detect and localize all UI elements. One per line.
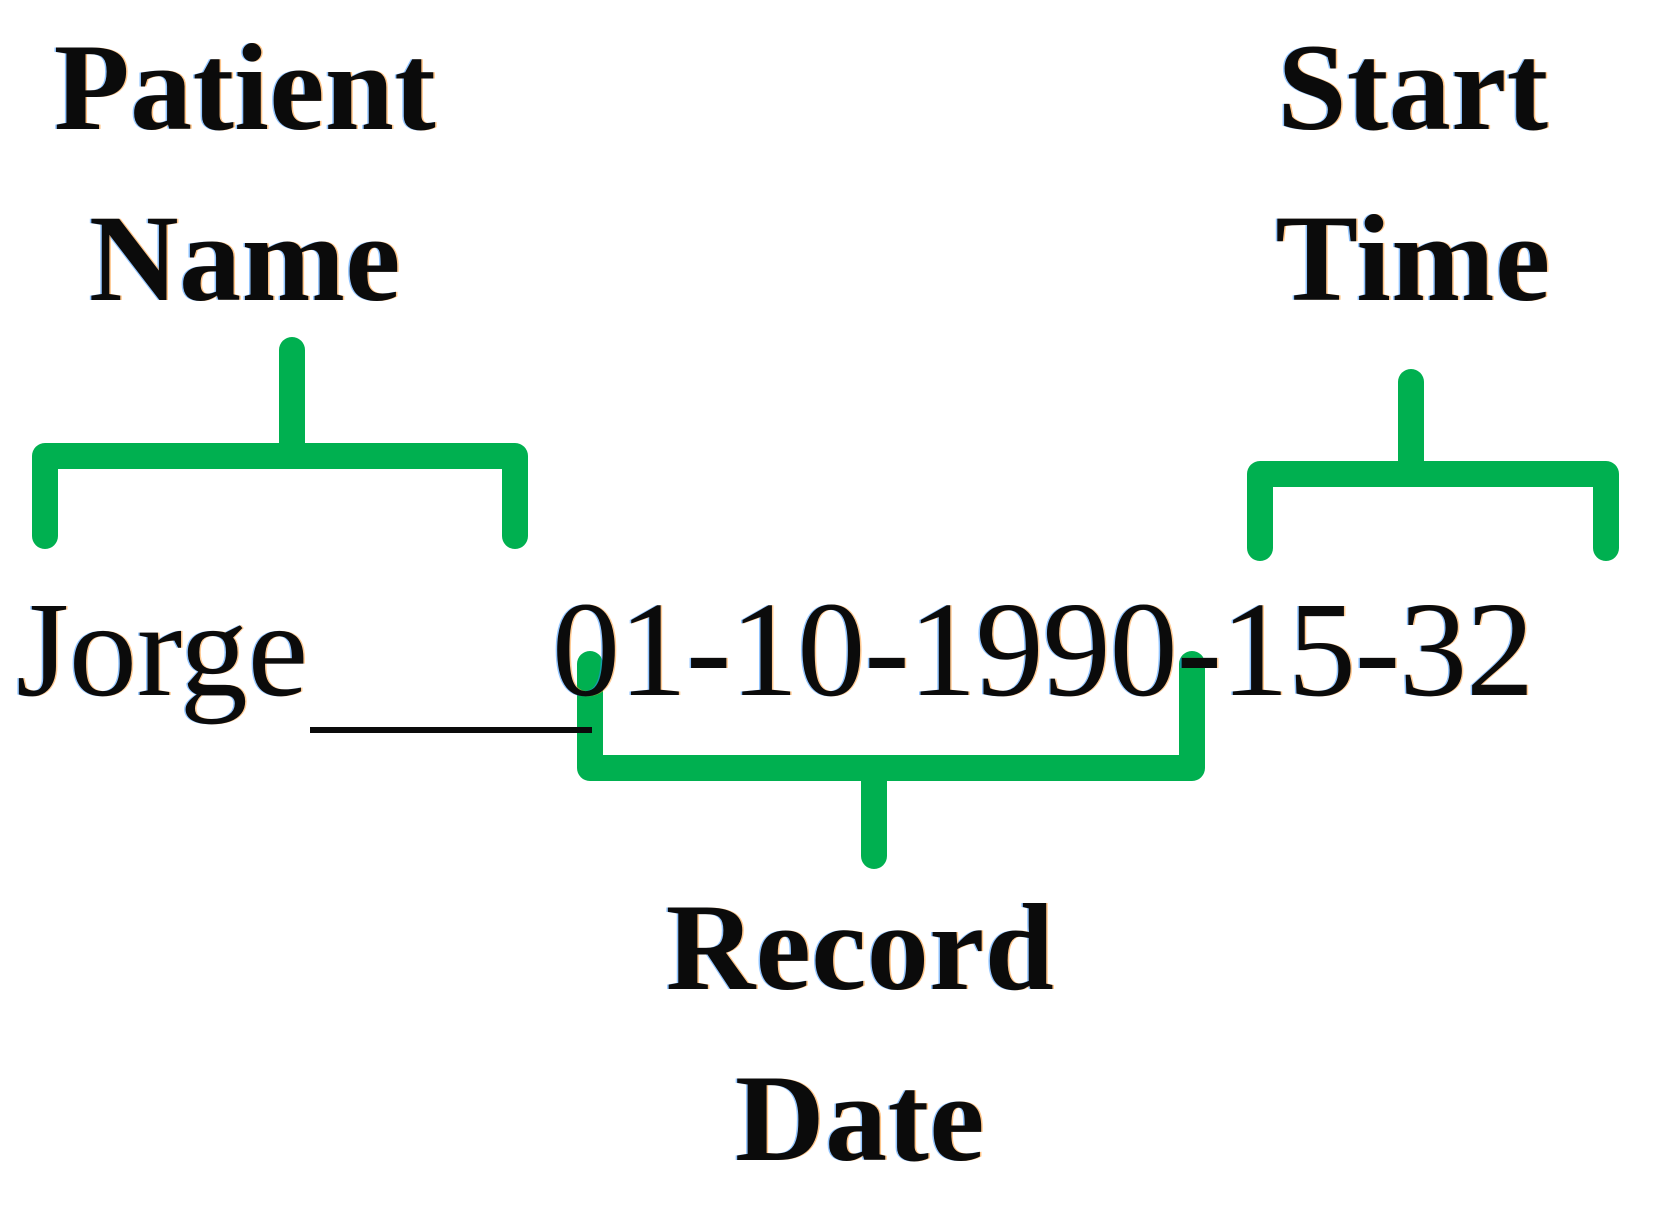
filename-underscore-separator <box>310 727 592 733</box>
start-time-annotation-label: Start Time <box>1198 2 1628 344</box>
filename-patient-segment: Jorge <box>16 575 309 725</box>
start-time-annotation-line1: Start <box>1277 19 1549 156</box>
start-time-brace <box>1236 368 1646 564</box>
patient-name-annotation-line2: Name <box>89 190 401 328</box>
record-date-annotation-line1: Record <box>665 879 1055 1016</box>
record-date-annotation-line2: Date <box>735 1050 985 1188</box>
filename-string-row: Jorge 01-10-1990-15-32 <box>0 580 1654 720</box>
record-date-annotation-label: Record Date <box>650 862 1070 1204</box>
start-time-annotation-line2: Time <box>1275 190 1551 328</box>
patient-name-brace <box>20 336 560 556</box>
patient-name-annotation-label: Patient Name <box>10 2 480 344</box>
patient-name-annotation-line1: Patient <box>53 19 437 156</box>
record-date-brace <box>566 650 1226 870</box>
filename-datetime-segment: 01-10-1990-15-32 <box>552 575 1534 725</box>
